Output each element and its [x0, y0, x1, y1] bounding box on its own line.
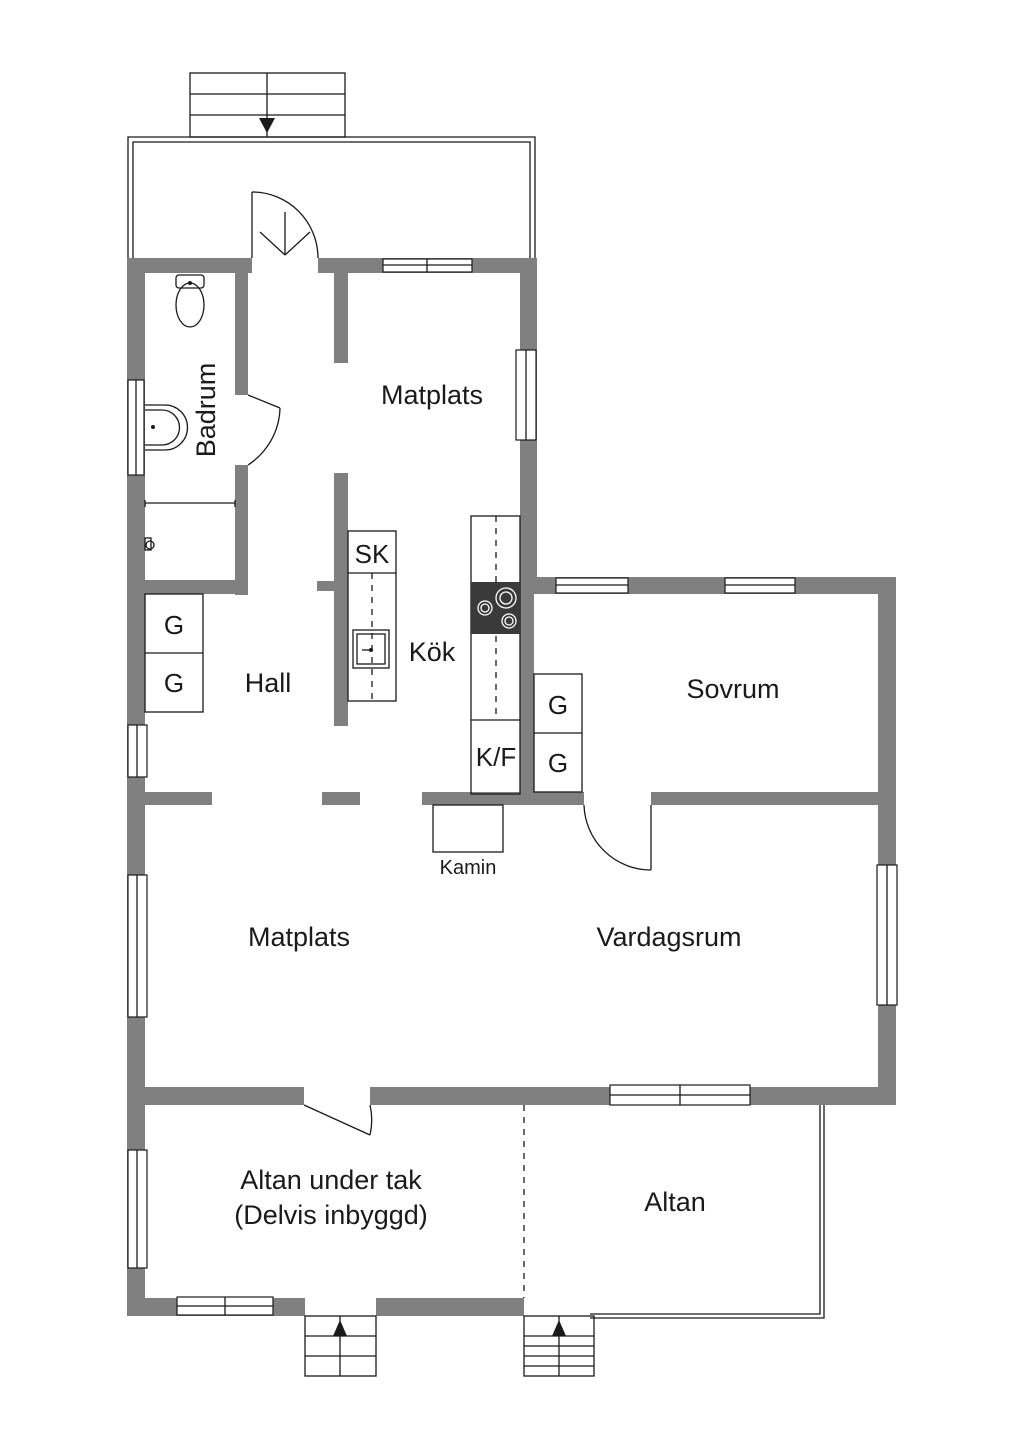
- room-label-altan-tak-line1: Altan under tak: [240, 1165, 422, 1195]
- fixture-label-kf: K/F: [476, 742, 516, 772]
- fixture-label-g-bedroom-2: G: [548, 748, 568, 778]
- entry-arrow-icon: [259, 118, 275, 133]
- window-hall: [127, 724, 148, 778]
- room-label-kok: Kök: [409, 637, 456, 667]
- sink-icon: [145, 404, 189, 451]
- wardrobes-hall: [144, 593, 204, 713]
- room-label-sovrum: Sovrum: [686, 674, 779, 704]
- interior-walls: [127, 273, 896, 805]
- room-label-matplats-top: Matplats: [381, 380, 483, 410]
- doors: [247, 191, 652, 1136]
- window-living-left: [127, 874, 148, 1018]
- bathroom-door: [247, 394, 281, 466]
- altan-steps-left: [304, 1315, 377, 1377]
- exterior-walls: [127, 258, 896, 1316]
- room-label-hall: Hall: [245, 668, 292, 698]
- fireplace: [432, 804, 504, 853]
- fixture-label-g-hall-2: G: [164, 668, 184, 698]
- fixture-label-g-bedroom-1: G: [548, 690, 568, 720]
- windows: [127, 258, 898, 1316]
- kitchen-island: [347, 530, 397, 702]
- front-door: [251, 191, 319, 259]
- shower-icon: [144, 500, 236, 551]
- fixture-label-kamin: Kamin: [440, 857, 497, 879]
- window-altan-left: [127, 1149, 148, 1269]
- window-kitchen-right: [515, 349, 537, 441]
- bedroom-door: [583, 804, 652, 871]
- window-altan-bottom: [176, 1296, 274, 1316]
- wardrobes-bedroom: [533, 673, 583, 793]
- window-bedroom-1: [555, 577, 629, 594]
- entry-arrow-icon: [333, 1320, 347, 1336]
- window-top: [382, 258, 473, 273]
- stove-icon: [471, 582, 520, 634]
- kitchen-counter: [470, 515, 521, 795]
- toilet-icon: [175, 274, 205, 328]
- front-steps: [189, 72, 346, 138]
- room-label-altan: Altan: [644, 1187, 706, 1217]
- room-label-altan-tak-line2: (Delvis inbyggd): [234, 1200, 428, 1230]
- window-living-altan: [609, 1084, 751, 1106]
- altan-steps-right: [523, 1315, 595, 1377]
- window-living-right: [876, 864, 898, 1006]
- fixture-label-sk: SK: [355, 539, 390, 569]
- room-label-matplats-main: Matplats: [248, 922, 350, 952]
- window-bath: [127, 379, 145, 476]
- altan-door: [303, 1104, 373, 1136]
- window-bedroom-2: [724, 577, 796, 594]
- room-label-badrum: Badrum: [191, 363, 221, 458]
- front-porch: [127, 136, 536, 258]
- altan-outline: [523, 1105, 825, 1319]
- kitchen-sink-icon: [352, 629, 390, 669]
- room-label-vardagsrum: Vardagsrum: [596, 922, 741, 952]
- fixture-label-g-hall-1: G: [164, 610, 184, 640]
- entry-arrow-icon: [552, 1320, 566, 1336]
